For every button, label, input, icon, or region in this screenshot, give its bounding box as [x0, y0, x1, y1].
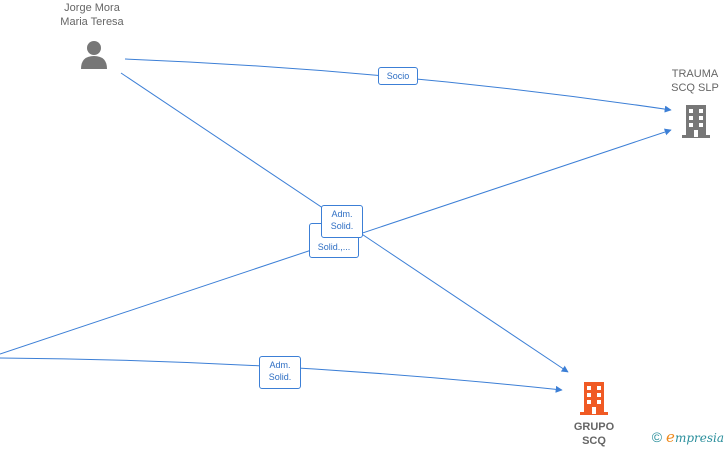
grupo-node-label[interactable]: GRUPO SCQ [556, 420, 632, 448]
grupo-name-line2: SCQ [582, 435, 606, 447]
trauma-name-line2: SCQ SLP [671, 82, 719, 94]
edge-label-adm-bottom-line1: Adm. [269, 360, 291, 370]
grupo-name-line1: GRUPO [573, 421, 615, 433]
copyright-icon: © [651, 429, 663, 445]
brand-watermark: © empresia [652, 428, 724, 446]
trauma-name-line1: TRAUMA [671, 68, 719, 80]
brand-logo-e: e [666, 428, 675, 446]
brand-logo-rest: mpresia [674, 431, 724, 445]
edge-label-adm-bottom[interactable]: Adm. Solid. [259, 356, 301, 389]
trauma-node-label[interactable]: TRAUMA SCQ SLP [655, 67, 728, 95]
building-icon[interactable] [578, 380, 610, 416]
edge-label-solid-mid-text: Solid.,... [317, 242, 351, 252]
person-icon[interactable] [79, 39, 109, 69]
person-name-line1: Jorge Mora [64, 2, 120, 14]
edge-label-socio[interactable]: Socio [378, 67, 418, 85]
edge-label-socio-text: Socio [386, 71, 410, 81]
person-name-line2: Maria Teresa [60, 16, 124, 28]
building-icon[interactable] [680, 103, 712, 139]
edge-label-adm-bottom-line2: Solid. [268, 372, 292, 382]
edge-label-adm-top-line2: Solid. [330, 221, 354, 231]
edge-label-adm-top[interactable]: Adm. Solid. [321, 205, 363, 238]
edge-label-adm-top-line1: Adm. [331, 209, 353, 219]
brand-logo: empresia [666, 428, 724, 446]
person-node-label[interactable]: Jorge Mora Maria Teresa [40, 1, 144, 29]
